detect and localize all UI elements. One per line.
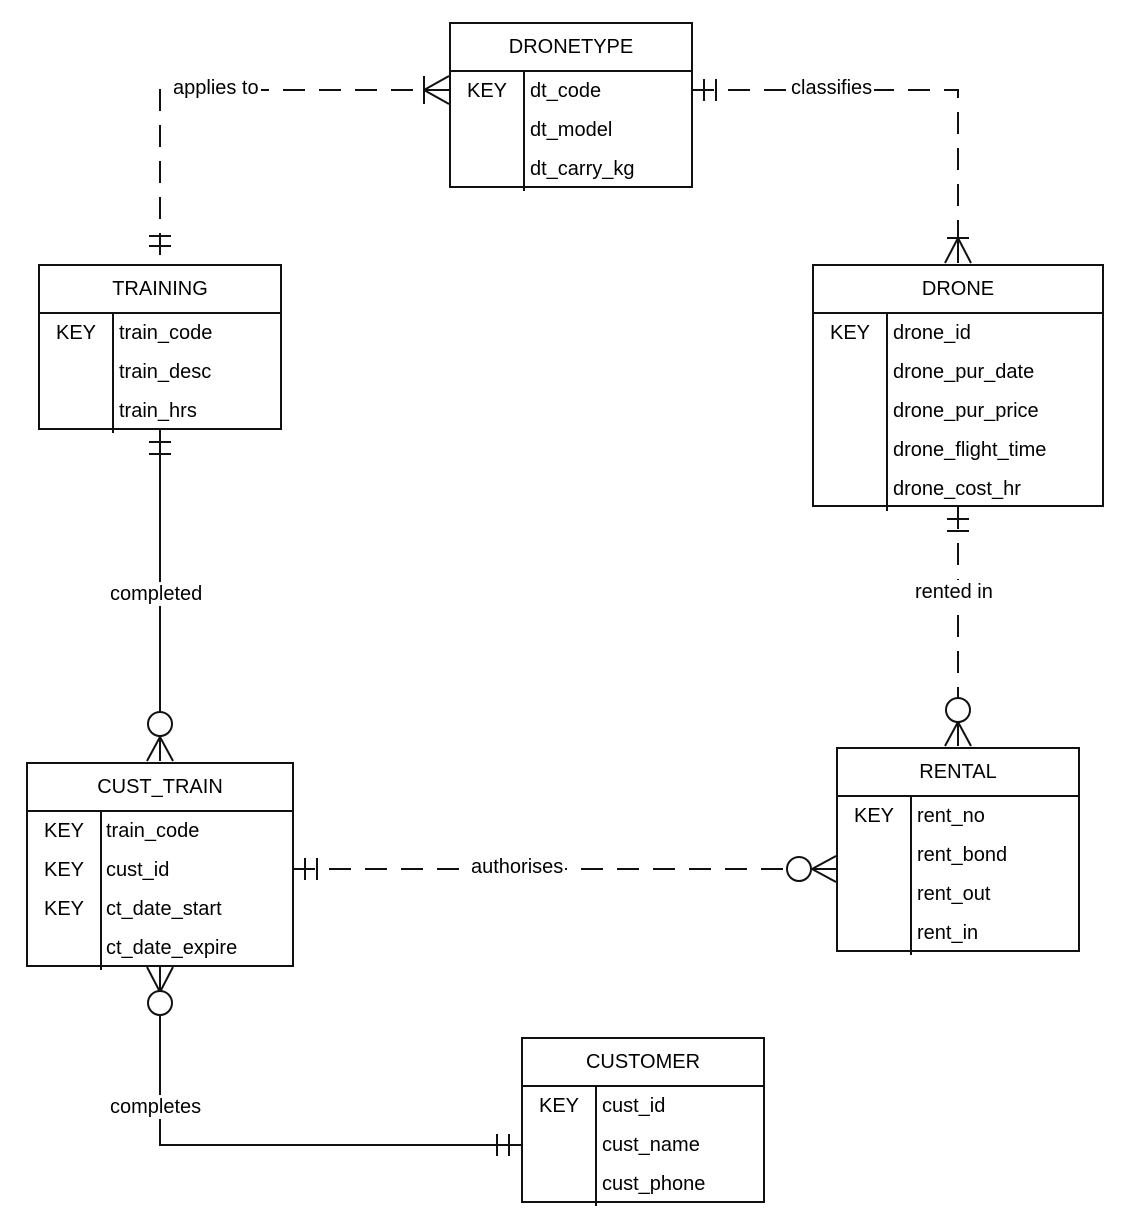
- attribute-row: rent_bond: [838, 838, 1078, 877]
- attribute-name: cust_phone: [602, 1173, 706, 1195]
- attribute-row: train_hrs: [40, 394, 280, 433]
- rel-classifies-line: [692, 79, 972, 264]
- attribute-row: KEY ct_date_start: [28, 892, 292, 931]
- rel-label-authorises: authorises: [469, 855, 566, 879]
- key-marker: KEY: [853, 805, 895, 827]
- attribute-name: train_code: [119, 322, 213, 344]
- attribute-name: drone_id: [893, 322, 971, 344]
- attribute-name: cust_name: [602, 1134, 700, 1156]
- entity-customer: CUSTOMER KEY cust_id cust_name cust_phone: [521, 1037, 765, 1206]
- attribute-name: dt_model: [530, 119, 613, 141]
- attribute-row: cust_name: [523, 1128, 763, 1167]
- rel-label-completes: completes: [108, 1095, 204, 1119]
- attribute-row: KEY dt_code: [451, 74, 691, 113]
- attribute-name: train_hrs: [119, 400, 197, 422]
- attribute-name: drone_pur_price: [893, 400, 1039, 422]
- rel-label-rented-in: rented in: [913, 580, 995, 604]
- attribute-row: rent_out: [838, 877, 1078, 916]
- attribute-name: drone_pur_date: [893, 361, 1035, 383]
- key-marker: KEY: [43, 820, 85, 842]
- rel-label-completed: completed: [108, 582, 205, 606]
- key-marker: KEY: [829, 322, 871, 344]
- key-marker: KEY: [43, 859, 85, 881]
- entity-title: CUST_TRAIN: [28, 764, 292, 812]
- attribute-row: drone_flight_time: [814, 433, 1102, 472]
- entity-cust-train: CUST_TRAIN KEY train_code KEY cust_id KEY c…: [26, 762, 294, 970]
- entity-title: RENTAL: [838, 749, 1078, 797]
- key-marker: KEY: [55, 322, 97, 344]
- attribute-name: ct_date_expire: [106, 937, 238, 959]
- attribute-row: KEY drone_id: [814, 316, 1102, 355]
- attribute-name: train_desc: [119, 361, 212, 383]
- attribute-row: dt_carry_kg: [451, 152, 691, 191]
- attribute-row: KEY cust_id: [523, 1089, 763, 1128]
- attribute-name: rent_out: [917, 883, 991, 905]
- attribute-row: KEY cust_id: [28, 853, 292, 892]
- attribute-name: drone_flight_time: [893, 439, 1047, 461]
- attribute-name: rent_no: [917, 805, 985, 827]
- attribute-row: dt_model: [451, 113, 691, 152]
- rel-rented-in-line: [944, 507, 972, 747]
- entity-title: CUSTOMER: [523, 1039, 763, 1087]
- attribute-row: train_desc: [40, 355, 280, 394]
- rel-applies-to-line: [149, 75, 450, 262]
- rel-label-applies-to: applies to: [171, 76, 261, 100]
- rel-label-classifies: classifies: [789, 76, 875, 100]
- rel-authorises-line: [293, 855, 837, 883]
- attribute-name: ct_date_start: [106, 898, 222, 920]
- rel-completed-line: [146, 430, 174, 762]
- attribute-row: cust_phone: [523, 1167, 763, 1206]
- attribute-row: KEY train_code: [40, 316, 280, 355]
- entity-rental: RENTAL KEY rent_no rent_bond rent_out ren…: [836, 747, 1080, 955]
- attribute-row: ct_date_expire: [28, 931, 292, 970]
- entity-title: DRONETYPE: [451, 24, 691, 72]
- attribute-name: rent_bond: [917, 844, 1008, 866]
- rel-completes-line: [146, 966, 521, 1156]
- attribute-name: dt_code: [530, 80, 602, 102]
- attribute-name: dt_carry_kg: [530, 158, 635, 180]
- entity-training: TRAINING KEY train_code train_desc train_…: [38, 264, 282, 433]
- attribute-name: rent_in: [917, 922, 979, 944]
- entity-title: DRONE: [814, 266, 1102, 314]
- attribute-name: drone_cost_hr: [893, 478, 1021, 500]
- attribute-row: KEY rent_no: [838, 799, 1078, 838]
- entity-drone: DRONE KEY drone_id drone_pur_date drone_p…: [812, 264, 1104, 511]
- attribute-row: drone_pur_date: [814, 355, 1102, 394]
- key-marker: KEY: [43, 898, 85, 920]
- attribute-name: train_code: [106, 820, 200, 842]
- key-marker: KEY: [466, 80, 508, 102]
- attribute-row: drone_pur_price: [814, 394, 1102, 433]
- key-marker: KEY: [538, 1095, 580, 1117]
- entity-title: TRAINING: [40, 266, 280, 314]
- attribute-row: drone_cost_hr: [814, 472, 1102, 511]
- entity-dronetype: DRONETYPE KEY dt_code dt_model dt_carry_k…: [449, 22, 693, 191]
- attribute-row: KEY train_code: [28, 814, 292, 853]
- attribute-name: cust_id: [106, 859, 170, 881]
- attribute-row: rent_in: [838, 916, 1078, 955]
- attribute-name: cust_id: [602, 1095, 666, 1117]
